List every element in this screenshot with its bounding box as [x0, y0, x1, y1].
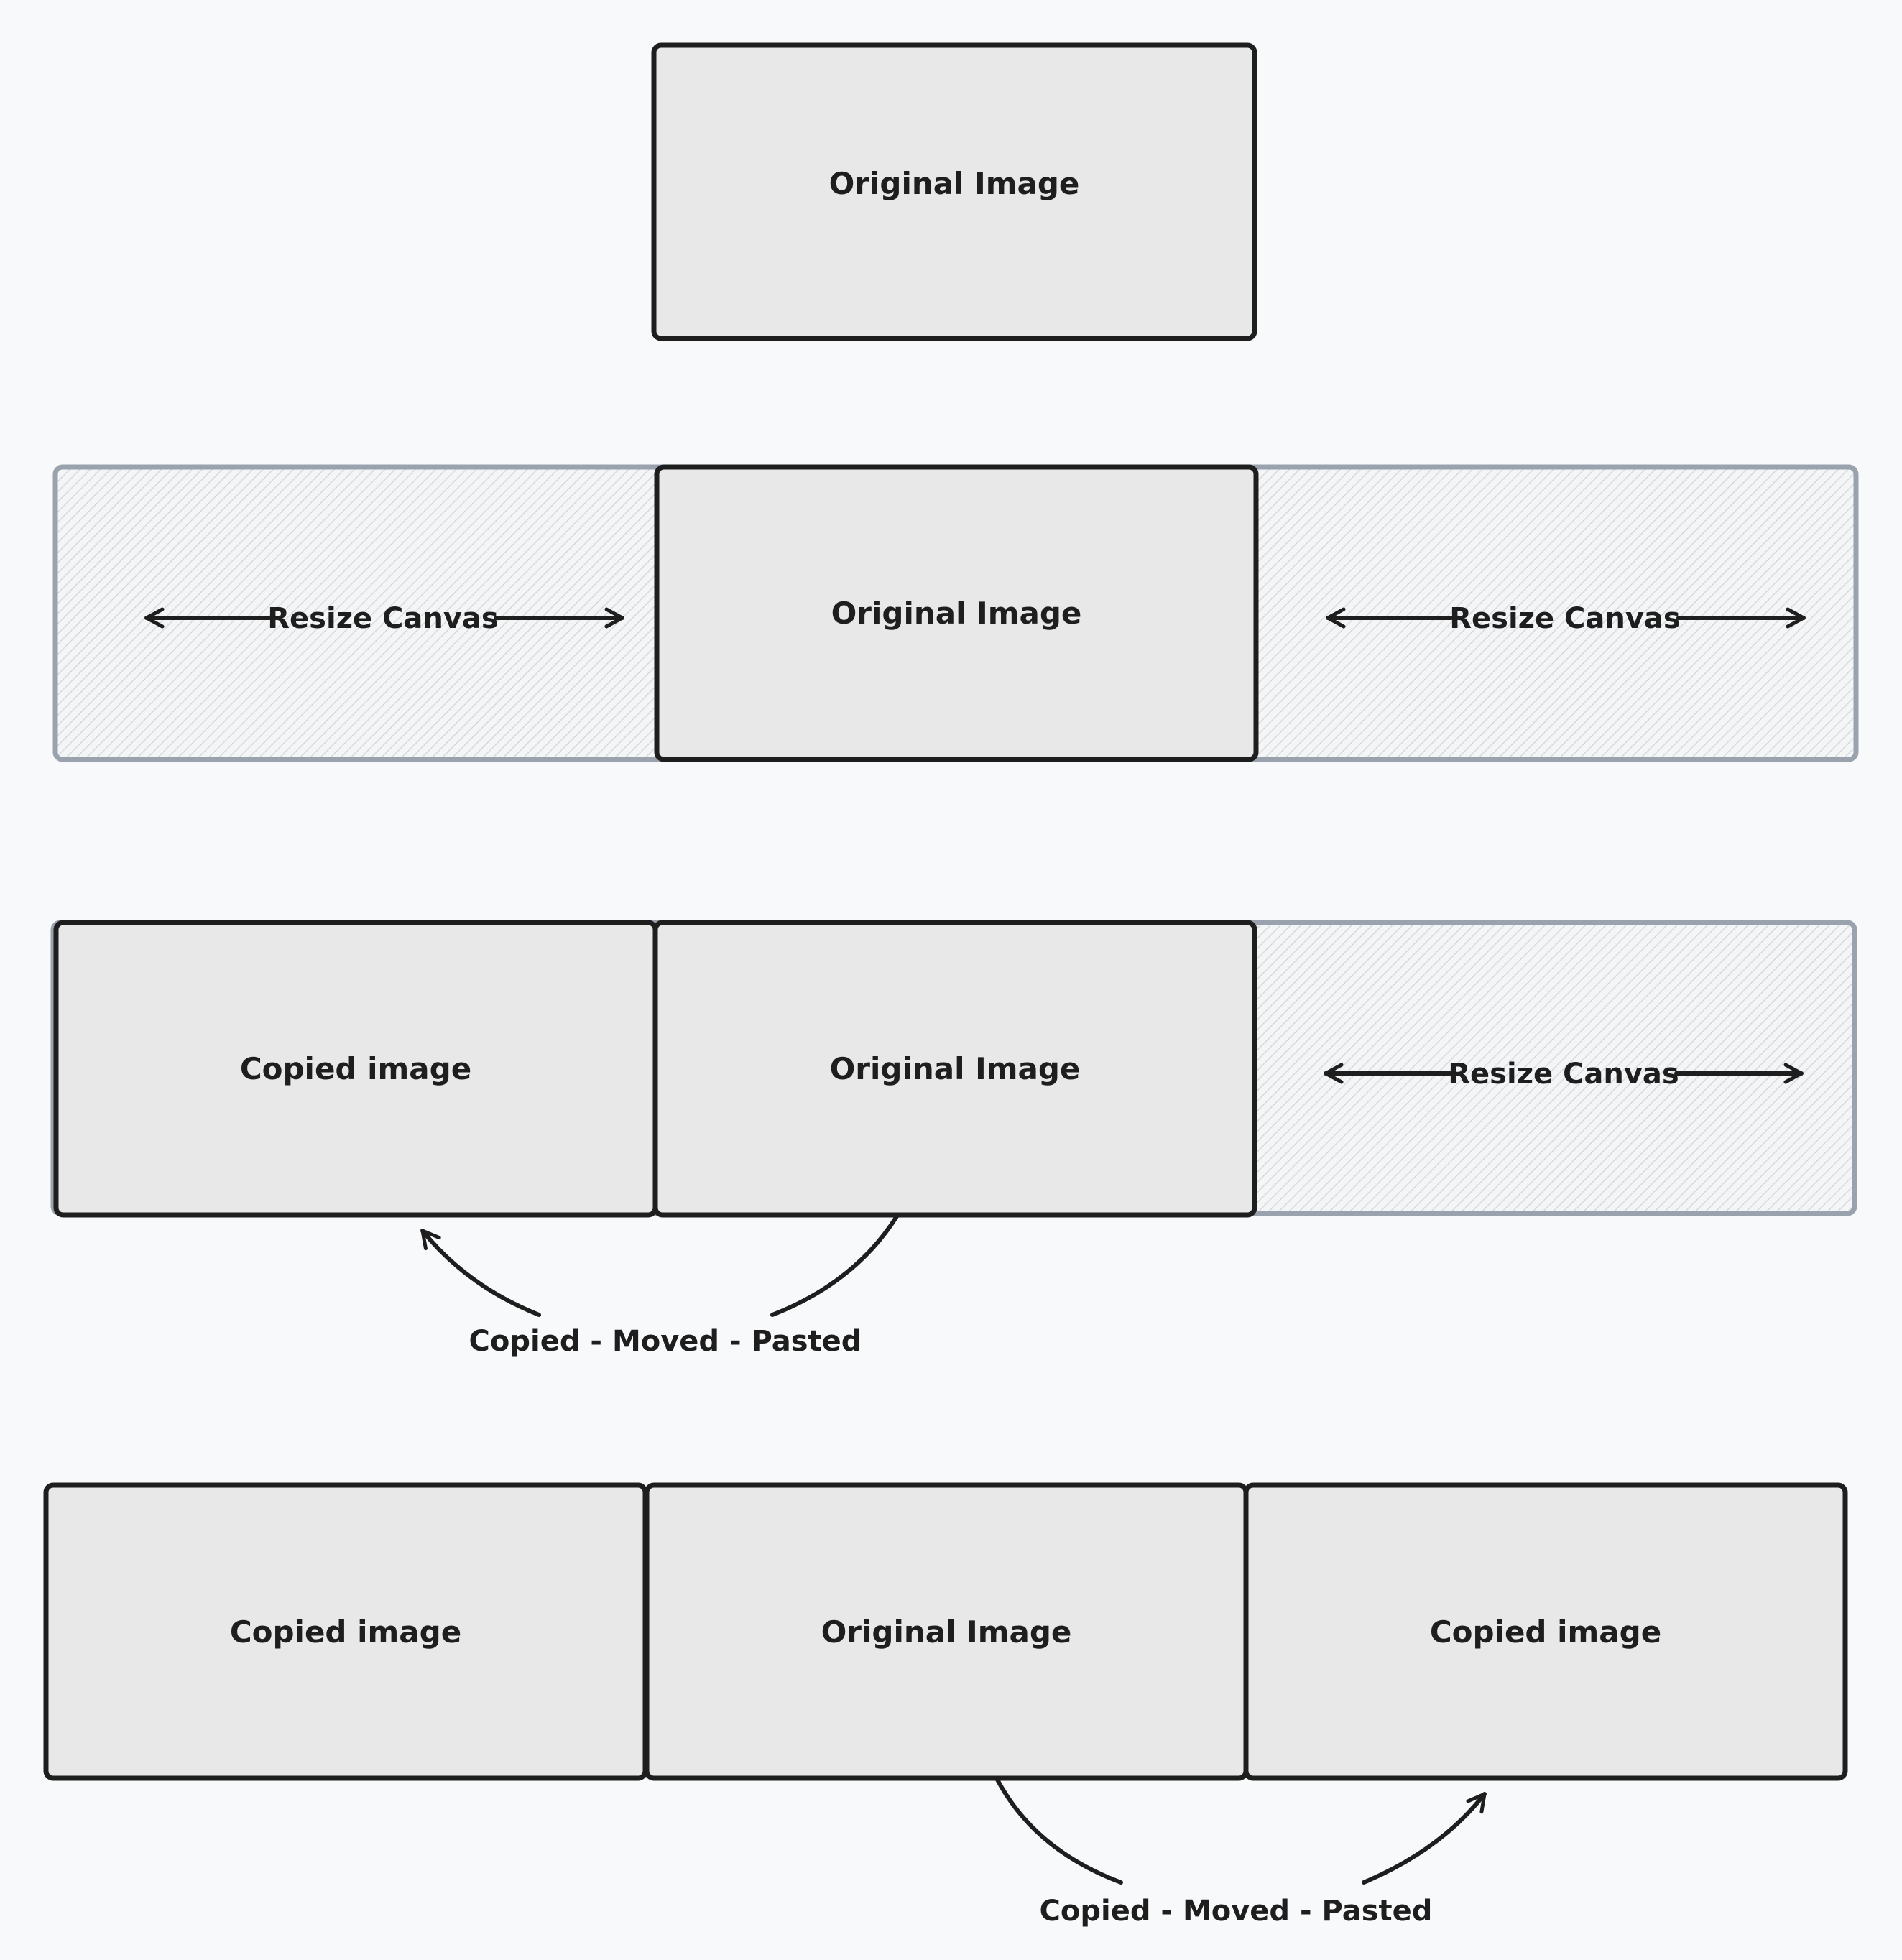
copy-move-paste-arrow: [770, 1214, 899, 1317]
copied-image-box: [1243, 1482, 1848, 1781]
original-image-box: [651, 42, 1257, 341]
resize-canvas-label: Resize Canvas: [267, 602, 498, 635]
copy-move-paste-arrow: [995, 1778, 1123, 1885]
row-3: Copied image Original Image Resize Canva…: [50, 920, 1857, 1358]
copy-move-paste-arrow-head: [420, 1229, 541, 1317]
row-2: Original Image Resize Canvas Resize Canv…: [52, 464, 1859, 762]
original-image-box: [652, 920, 1257, 1218]
original-image-label: Original Image: [829, 166, 1080, 201]
original-image-box: [654, 464, 1259, 762]
row-4: Copied image Original Image Copied image…: [43, 1482, 1848, 1928]
copied-image-label: Copied image: [1430, 1614, 1661, 1650]
copied-image-label: Copied image: [240, 1051, 471, 1086]
original-image-label: Original Image: [821, 1614, 1072, 1650]
original-image-label: Original Image: [831, 596, 1082, 631]
copy-move-paste-arrow-head: [1362, 1792, 1487, 1885]
copied-image-label: Copied image: [230, 1614, 461, 1650]
right-resize-arrow: Resize Canvas: [1326, 602, 1806, 635]
resize-canvas-label: Resize Canvas: [1448, 1058, 1679, 1091]
resize-canvas-label: Resize Canvas: [1449, 602, 1680, 635]
right-resize-arrow: Resize Canvas: [1324, 1058, 1804, 1091]
row-1: Original Image: [651, 42, 1257, 341]
copy-move-paste-label: Copied - Moved - Pasted: [1040, 1895, 1433, 1928]
original-image-label: Original Image: [830, 1051, 1081, 1086]
copy-move-paste-label: Copied - Moved - Pasted: [469, 1325, 862, 1358]
left-resize-arrow: Resize Canvas: [144, 602, 624, 635]
